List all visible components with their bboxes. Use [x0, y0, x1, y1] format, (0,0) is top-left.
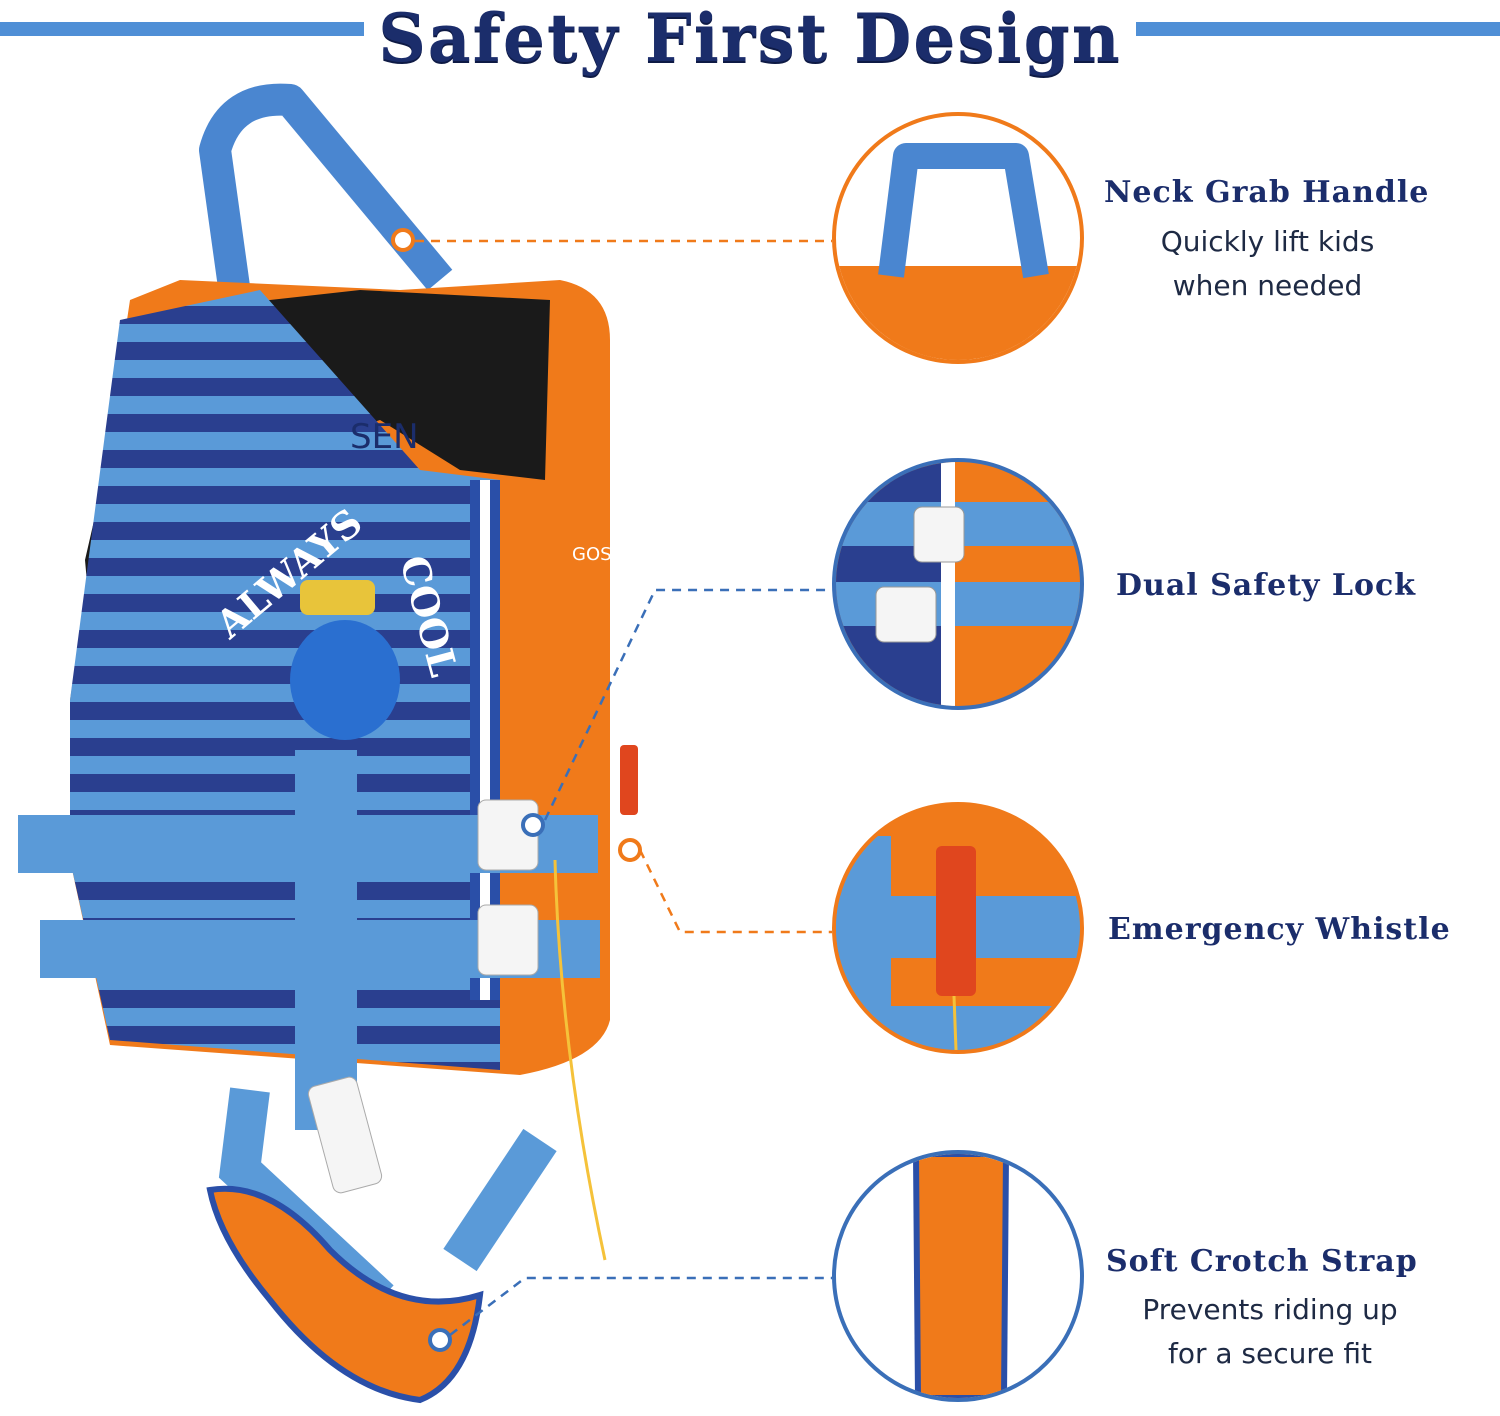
safety-lock-closeup — [832, 458, 1084, 710]
buckle-icon — [836, 462, 1080, 706]
svg-text:SEN: SEN — [350, 417, 419, 457]
strap-icon — [912, 1154, 1010, 1398]
feature-title-safety-lock: Dual Safety Lock — [1116, 568, 1417, 603]
feature-desc-crotch-strap-line1: Prevents riding up — [1142, 1293, 1398, 1326]
neck-handle — [199, 83, 453, 333]
whistle-closeup — [832, 802, 1084, 1054]
feature-desc-crotch-strap-line2: for a secure fit — [1167, 1337, 1373, 1370]
feature-title-crotch-strap: Soft Crotch Strap — [1106, 1244, 1418, 1279]
feature-title-neck-handle: Neck Grab Handle — [1104, 175, 1430, 210]
page-title: Safety First Design — [0, 0, 1500, 76]
svg-text:GOSEN: GOSEN — [572, 544, 636, 565]
crotch-strap-closeup — [832, 1150, 1084, 1402]
feature-desc-neck-handle: Quickly lift kids when needed — [1120, 220, 1415, 308]
feature-desc-neck-handle-line2: when needed — [1172, 269, 1363, 302]
life-vest-illustration: SEN GOSEN ALWAYS COOL — [18, 83, 642, 1404]
feature-title-whistle: Emergency Whistle — [1108, 912, 1451, 947]
neck-handle-closeup — [832, 112, 1084, 364]
whistle-icon — [836, 836, 1080, 1050]
handle-icon — [836, 143, 1080, 360]
feature-desc-crotch-strap: Prevents riding up for a secure fit — [1110, 1288, 1430, 1376]
feature-desc-neck-handle-line1: Quickly lift kids — [1160, 225, 1375, 258]
